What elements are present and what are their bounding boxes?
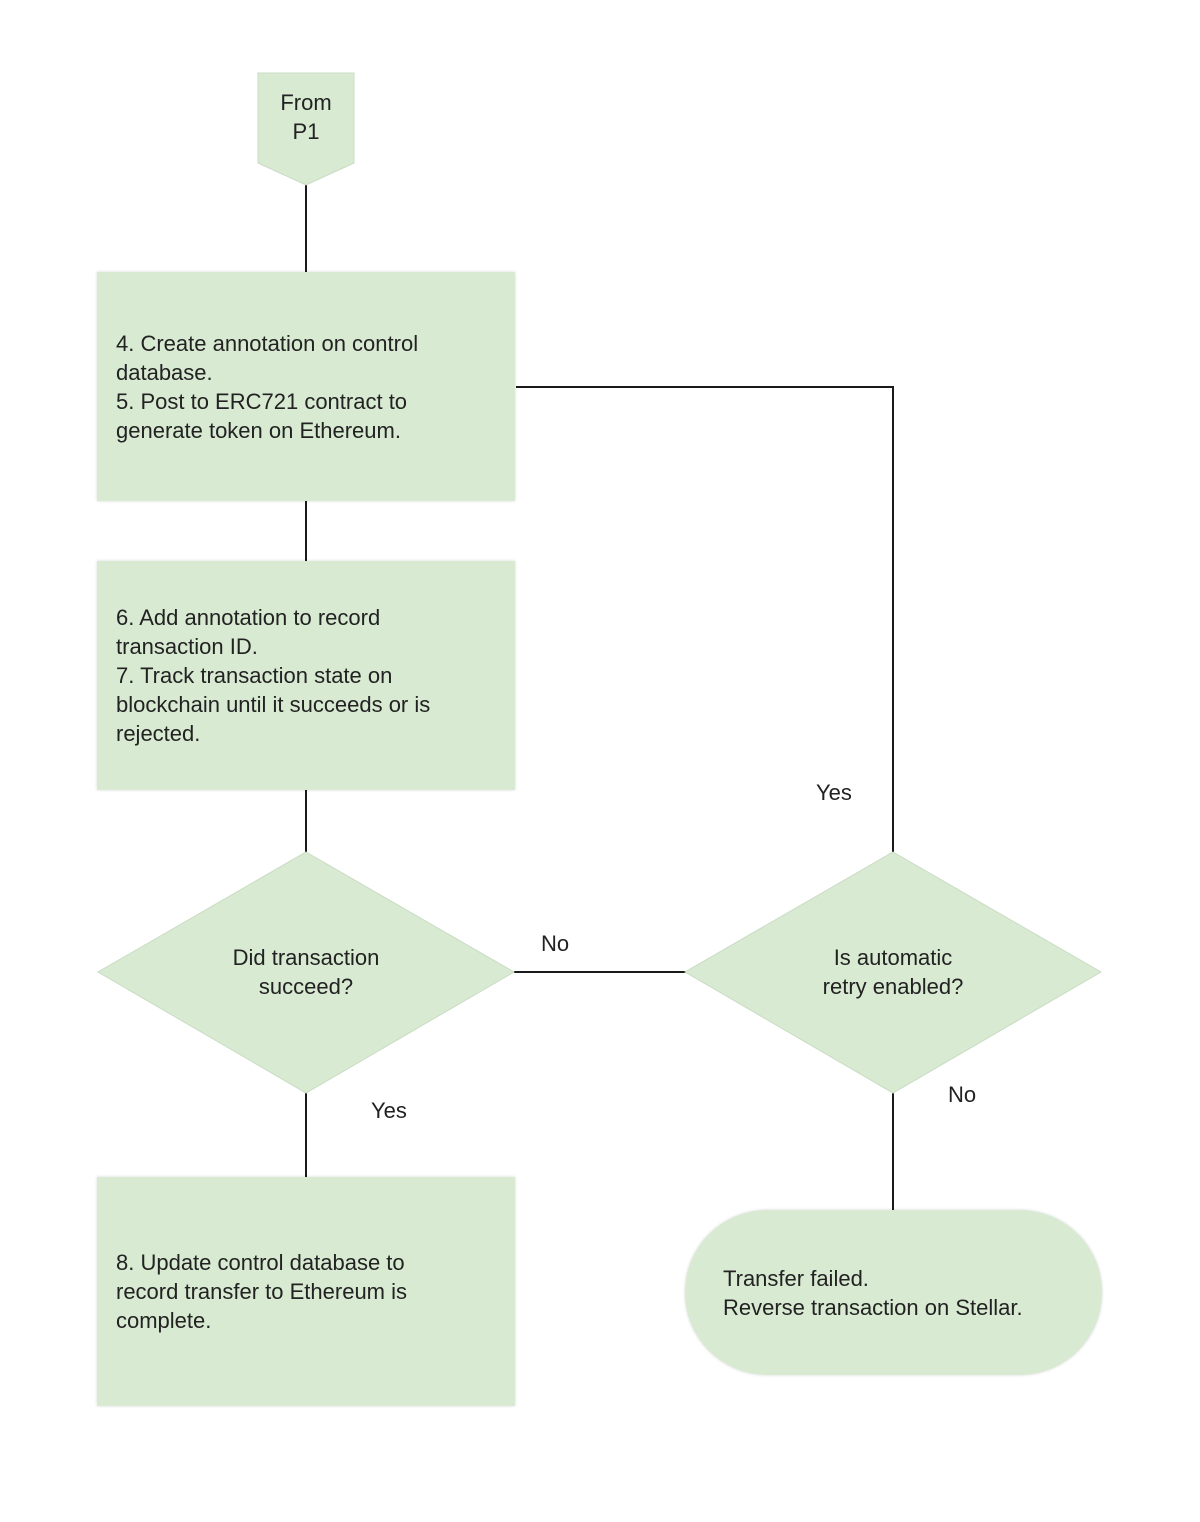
offpage-connector: From P1 [258,88,354,146]
edge-label-retry-no: No [948,1082,977,1107]
process-step-6-7: 6. Add annotation to record transaction … [97,561,515,790]
edge-label-success-yes: Yes [371,1098,407,1123]
process-step-4-5-label: 4. Create annotation on control database… [116,330,419,443]
edge-label-success-no: No [541,931,570,956]
offpage-connector-label: From P1 [280,90,332,144]
terminal-transfer-failed-label: Transfer failed. Reverse transaction on … [723,1265,1023,1320]
decision-retry-shape [684,851,1102,1094]
offpage-connector-shape [257,72,355,186]
process-step-6-7-label: 6. Add annotation to record transaction … [116,605,431,746]
decision-transaction-succeeded-label: Did transaction succeed? [232,945,380,999]
process-step-8: 8. Update control database to record tra… [97,1177,515,1406]
terminal-transfer-failed: Transfer failed. Reverse transaction on … [685,1210,1102,1375]
process-step-8-label: 8. Update control database to record tra… [116,1250,408,1333]
decision-automatic-retry: Is automatic retry enabled? [747,942,1039,1002]
decision-automatic-retry-label: Is automatic retry enabled? [822,945,964,999]
process-step-4-5: 4. Create annotation on control database… [97,272,515,501]
decision-success-shape [97,851,515,1094]
edge-label-retry-yes: Yes [816,780,852,805]
connector-retry-yes-to-step4 [516,386,894,852]
decision-transaction-succeeded: Did transaction succeed? [160,942,452,1002]
